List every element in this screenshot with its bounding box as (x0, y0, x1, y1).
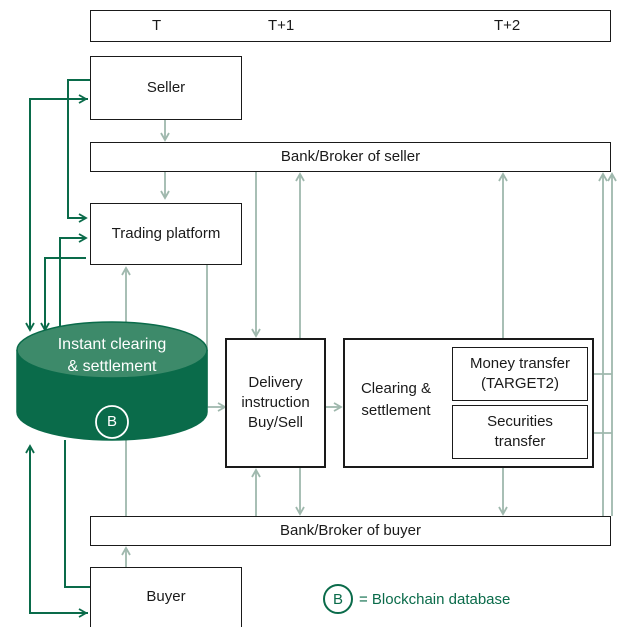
buyer-label: Buyer (146, 588, 186, 606)
bank-broker-seller-label: Bank/Broker of seller (280, 147, 421, 165)
clearing-settlement-label: Clearing & settlement (348, 378, 444, 422)
instant-clearing-cylinder (16, 321, 208, 441)
instant-clearing-line2: & settlement (67, 358, 157, 375)
legend-blockchain-icon: B (323, 584, 353, 614)
instant-clearing-line1: Instant clearing (57, 336, 167, 353)
money-line1: Money transfer (469, 354, 571, 372)
timeline-bar (90, 10, 611, 42)
trading-platform-label: Trading platform (111, 224, 221, 242)
seller-label: Seller (146, 78, 186, 96)
delivery-line3: Buy/Sell (247, 414, 304, 432)
bank-broker-seller-box: Bank/Broker of seller (90, 142, 611, 172)
trading-platform-box: Trading platform (90, 203, 242, 265)
delivery-line2: instruction (241, 393, 310, 411)
timeline-t: T (152, 17, 162, 34)
securities-line1: Securities (487, 412, 553, 430)
securities-line2: transfer (494, 433, 546, 450)
instant-clearing-label: Instant clearing & settlement (17, 334, 207, 378)
bank-broker-buyer-label: Bank/Broker of buyer (280, 521, 421, 539)
timeline-t-plus-1: T+1 (268, 17, 295, 34)
blockchain-circle (95, 405, 129, 439)
clearing-line2: settlement (361, 402, 431, 419)
money-line2: (TARGET2) (480, 375, 560, 392)
delivery-line1: Delivery (248, 373, 303, 391)
seller-box: Seller (90, 56, 242, 120)
buyer-box: Buyer (90, 567, 242, 627)
grey-arrows (121, 120, 617, 567)
clearing-line1: Clearing & (360, 380, 432, 397)
bank-broker-buyer-box: Bank/Broker of buyer (90, 516, 611, 546)
blockchain-symbol: B (106, 413, 117, 430)
delivery-instruction-box: Delivery instruction Buy/Sell (225, 338, 326, 468)
timeline-t-plus-2: T+2 (494, 17, 521, 34)
green-arrows (25, 79, 90, 618)
legend: B = Blockchain database (323, 584, 510, 614)
legend-text: = Blockchain database (359, 590, 511, 608)
money-transfer-box: Money transfer (TARGET2) (452, 347, 588, 401)
securities-transfer-box: Securities transfer (452, 405, 588, 459)
